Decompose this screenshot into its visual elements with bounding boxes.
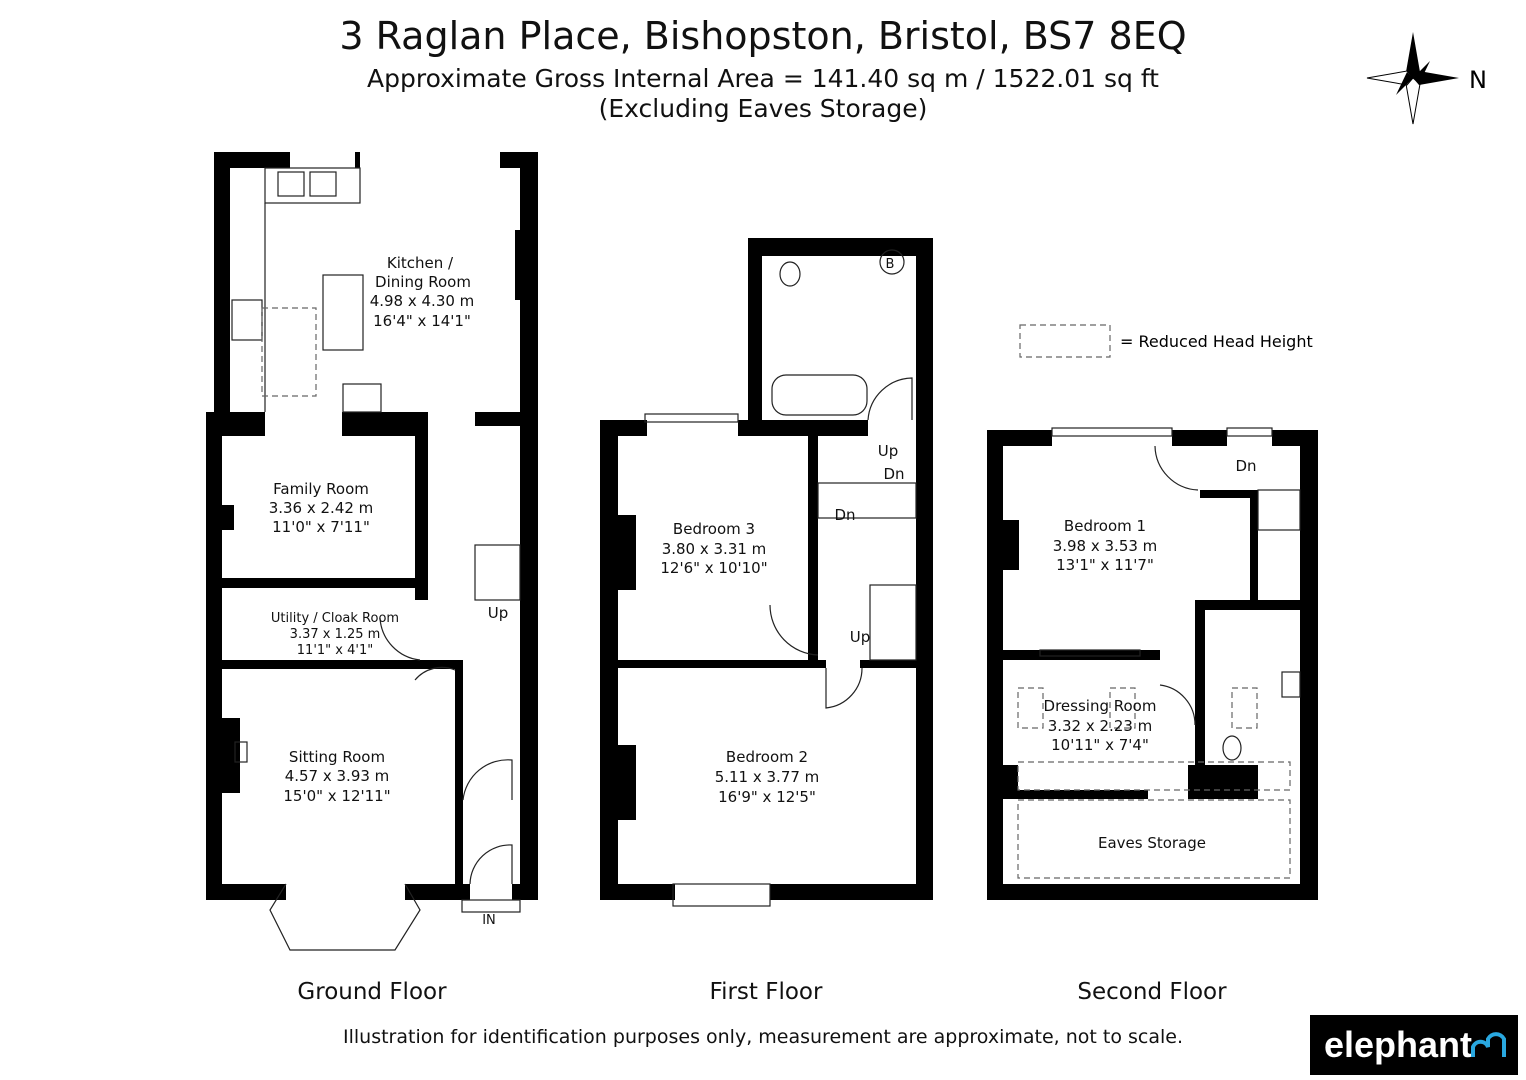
room-bedroom-1: Bedroom 1 3.98 x 3.53 m 13'1" x 11'7"	[1053, 517, 1158, 574]
svg-text:3.80 x 3.31 m: 3.80 x 3.31 m	[662, 540, 767, 558]
room-sitting: Sitting Room 4.57 x 3.93 m 15'0" x 12'11…	[283, 748, 390, 805]
eaves-reduced-height	[1017, 799, 1291, 879]
room-bedroom-2: Bedroom 2 5.11 x 3.77 m 16'9" x 12'5"	[715, 748, 820, 806]
second-floor-label: Second Floor	[1077, 979, 1227, 1005]
staircase	[474, 544, 521, 601]
svg-text:3.36 x 2.42 m: 3.36 x 2.42 m	[269, 499, 374, 517]
bath-icon	[771, 374, 868, 416]
area-note: (Excluding Eaves Storage)	[598, 94, 928, 123]
hob-icon	[231, 299, 263, 341]
svg-text:Dressing Room: Dressing Room	[1044, 697, 1157, 715]
svg-text:Family Room: Family Room	[273, 480, 369, 498]
svg-text:Sitting Room: Sitting Room	[289, 748, 385, 766]
compass-icon	[1366, 32, 1459, 125]
svg-text:16'9" x 12'5": 16'9" x 12'5"	[718, 788, 816, 806]
room-family: Family Room 3.36 x 2.42 m 11'0" x 7'11"	[269, 480, 374, 536]
svg-text:3.98 x 3.53 m: 3.98 x 3.53 m	[1053, 537, 1158, 555]
svg-text:10'11" x 7'4": 10'11" x 7'4"	[1051, 736, 1149, 754]
second-floor-walls	[987, 430, 1318, 900]
sink-icon	[264, 167, 361, 204]
first-floor-label: First Floor	[710, 979, 823, 1005]
svg-text:Dining Room: Dining Room	[375, 273, 471, 291]
reduced-head-height-swatch	[1019, 324, 1111, 358]
stairs-up-label: Up	[850, 628, 871, 646]
room-eaves-storage: Eaves Storage	[1098, 834, 1206, 852]
ground-floor-fixtures	[231, 167, 521, 951]
svg-text:4.98 x 4.30 m: 4.98 x 4.30 m	[370, 292, 475, 310]
compass-north-label: N	[1469, 66, 1487, 94]
svg-text:Kitchen /: Kitchen /	[387, 254, 454, 272]
svg-text:Bedroom 1: Bedroom 1	[1064, 517, 1146, 535]
stairs-down-label: Dn	[834, 506, 855, 524]
logo-text: elephant	[1324, 1024, 1473, 1065]
ground-floor-label: Ground Floor	[297, 979, 447, 1005]
toilet-icon	[1222, 735, 1242, 761]
second-floor-fixtures	[1017, 427, 1301, 879]
legend-label: = Reduced Head Height	[1120, 332, 1313, 351]
boiler-label: B	[886, 257, 895, 272]
room-dressing: Dressing Room 3.32 x 2.23 m 10'11" x 7'4…	[1044, 697, 1157, 754]
svg-text:4.57 x 3.93 m: 4.57 x 3.93 m	[285, 767, 390, 785]
staircase	[1257, 489, 1301, 531]
svg-text:12'6" x 10'10": 12'6" x 10'10"	[660, 559, 767, 577]
room-bedroom-3: Bedroom 3 3.80 x 3.31 m 12'6" x 10'10"	[660, 520, 767, 577]
page-title: 3 Raglan Place, Bishopston, Bristol, BS7…	[339, 14, 1187, 58]
stairs-down-label: Dn	[883, 465, 904, 483]
svg-text:3.37 x 1.25 m: 3.37 x 1.25 m	[290, 627, 381, 642]
entrance-label: IN	[482, 913, 496, 928]
kitchen-island	[322, 274, 364, 351]
svg-text:5.11 x 3.77 m: 5.11 x 3.77 m	[715, 768, 820, 786]
svg-text:Bedroom 2: Bedroom 2	[726, 748, 808, 766]
stairs-down-label: Dn	[1235, 457, 1256, 475]
basin-icon	[1281, 671, 1301, 698]
svg-text:15'0" x 12'11": 15'0" x 12'11"	[283, 787, 390, 805]
fireplace-icon	[234, 741, 248, 763]
stairs-up-label: Up	[878, 442, 899, 460]
staircase	[817, 482, 917, 519]
elephant-logo: elephant	[1310, 1015, 1518, 1075]
room-utility: Utility / Cloak Room 3.37 x 1.25 m 11'1"…	[271, 611, 399, 658]
svg-text:3.32 x 2.23 m: 3.32 x 2.23 m	[1048, 717, 1153, 735]
disclaimer: Illustration for identification purposes…	[342, 1026, 1183, 1048]
ground-floor-walls	[206, 152, 538, 900]
room-kitchen-dining: Kitchen / Dining Room 4.98 x 4.30 m 16'4…	[370, 254, 475, 330]
svg-text:13'1" x 11'7": 13'1" x 11'7"	[1056, 556, 1154, 574]
first-floor-fixtures	[644, 249, 917, 907]
stairs-up-label: Up	[488, 604, 509, 622]
svg-text:Utility / Cloak Room: Utility / Cloak Room	[271, 611, 399, 626]
toilet-icon	[779, 261, 801, 287]
elephant-icon	[1471, 1032, 1506, 1057]
gross-area: Approximate Gross Internal Area = 141.40…	[367, 64, 1159, 93]
svg-text:16'4" x 14'1": 16'4" x 14'1"	[373, 312, 471, 330]
svg-text:11'1" x 4'1": 11'1" x 4'1"	[297, 643, 373, 658]
svg-text:Bedroom 3: Bedroom 3	[673, 520, 755, 538]
svg-text:11'0" x 7'11": 11'0" x 7'11"	[272, 518, 370, 536]
